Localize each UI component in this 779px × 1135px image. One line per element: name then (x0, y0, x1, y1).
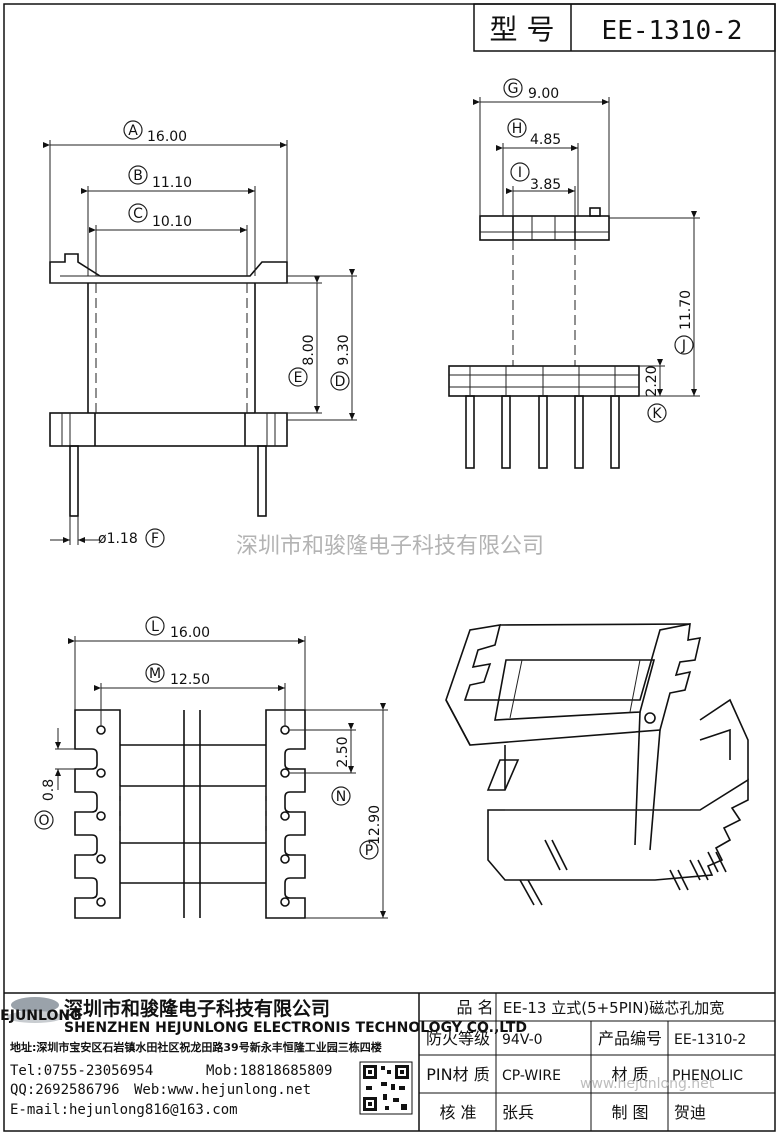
svg-text:16.00: 16.00 (147, 129, 187, 145)
dim-E: 8.00 E (255, 276, 322, 414)
svg-text:11.10: 11.10 (152, 175, 192, 191)
material-value: PHENOLIC (672, 1068, 743, 1084)
svg-text:HEJUNLONG: HEJUNLONG (0, 1008, 82, 1024)
company-mob: Mob:18818685809 (206, 1063, 332, 1079)
dim-K: 2.20 K (639, 359, 667, 423)
type-label: 型 号 (490, 13, 555, 46)
svg-text:2.20: 2.20 (644, 365, 660, 396)
side-view (448, 207, 640, 469)
company-qq: QQ:2692586796 (10, 1082, 120, 1098)
dim-I: I 3.85 (506, 162, 576, 216)
reviewer-value: 张兵 (502, 1103, 534, 1122)
isometric-view (445, 622, 749, 906)
dim-D: 9.30 D (287, 269, 357, 421)
svg-text:K: K (652, 406, 662, 422)
qr-code (359, 1061, 413, 1115)
dim-F: ø1.18 F (50, 516, 165, 548)
svg-text:D: D (335, 374, 346, 390)
dim-C: C 10.10 (89, 203, 248, 276)
svg-text:C: C (133, 206, 143, 222)
material-label: 材 质 (611, 1065, 648, 1084)
pin-material-label: PIN材 质 (426, 1065, 489, 1084)
dim-B: B 11.10 (81, 165, 256, 276)
fire-rating-value: 94V-0 (502, 1032, 543, 1048)
company-name-en: SHENZHEN HEJUNLONG ELECTRONIS TECHNOLOGY… (64, 1020, 527, 1036)
svg-text:9.30: 9.30 (336, 334, 352, 365)
watermark-url: www.hejunlong.net (580, 1076, 715, 1092)
title-block (4, 992, 775, 1131)
model-number: EE-1310-2 (602, 16, 743, 46)
header-box: 型 号 EE-1310-2 (473, 3, 776, 52)
dim-H: H 4.85 (496, 118, 579, 216)
dim-O: 0.8 O (34, 728, 75, 830)
product-code-value: EE-1310-2 (674, 1032, 746, 1048)
dim-M: M 12.50 (94, 663, 286, 726)
dim-N: 2.50 N (289, 723, 356, 806)
watermark-text: 深圳市和骏隆电子科技有限公司 (236, 534, 544, 559)
dim-L: L 16.00 (68, 616, 306, 710)
svg-text:12.90: 12.90 (367, 805, 383, 845)
svg-text:10.10: 10.10 (152, 214, 192, 230)
svg-text:4.85: 4.85 (530, 132, 561, 148)
fire-rating-label: 防火等级 (426, 1029, 490, 1048)
svg-text:11.70: 11.70 (678, 290, 694, 330)
company-tel: Tel:0755-23056954 (10, 1063, 153, 1079)
svg-text:G: G (508, 81, 519, 97)
svg-text:M: M (149, 666, 161, 682)
svg-text:2.50: 2.50 (335, 736, 351, 767)
svg-text:E: E (294, 370, 303, 386)
svg-text:H: H (512, 121, 523, 137)
company-email: E-mail:hejunlong816@163.com (10, 1102, 238, 1118)
svg-text:P: P (365, 843, 373, 859)
bottom-view (74, 709, 306, 919)
svg-text:12.50: 12.50 (170, 672, 210, 688)
svg-text:L: L (151, 619, 159, 635)
front-view (49, 253, 288, 517)
svg-text:O: O (38, 813, 49, 829)
pin-material-value: CP-WIRE (502, 1068, 561, 1084)
svg-text:N: N (336, 789, 346, 805)
product-name-value: EE-13 立式(5+5PIN)磁芯孔加宽 (503, 999, 724, 1017)
svg-text:9.00: 9.00 (528, 86, 559, 102)
svg-text:A: A (128, 123, 138, 139)
svg-text:3.85: 3.85 (530, 177, 561, 193)
svg-text:B: B (133, 168, 143, 184)
product-name-label: 品 名 (456, 998, 493, 1017)
dim-P: 12.90 P (305, 703, 388, 919)
sheet-border (3, 3, 776, 1132)
dim-G: G 9.00 (473, 78, 610, 216)
svg-text:8.00: 8.00 (301, 334, 317, 365)
drafter-label: 制 图 (611, 1103, 648, 1122)
svg-text:J: J (681, 338, 686, 354)
reviewer-label: 核 准 (439, 1103, 476, 1122)
dim-J: 11.70 J (609, 211, 700, 397)
svg-text:F: F (151, 531, 159, 547)
company-logo: HEJUNLONG (0, 997, 82, 1024)
company-web: Web:www.hejunlong.net (134, 1082, 311, 1098)
drafter-value: 贺迪 (674, 1103, 706, 1122)
svg-text:16.00: 16.00 (170, 625, 210, 641)
product-code-label: 产品编号 (598, 1029, 662, 1048)
svg-text:ø1.18: ø1.18 (98, 531, 138, 547)
dim-A: A 16.00 (43, 120, 288, 262)
company-name-cn: 深圳市和骏隆电子科技有限公司 (64, 997, 330, 1020)
company-address: 地址:深圳市宝安区石岩镇水田社区祝龙田路39号新永丰恒隆工业园三栋四楼 (10, 1040, 382, 1054)
svg-text:0.8: 0.8 (41, 779, 57, 801)
svg-text:I: I (518, 165, 522, 181)
